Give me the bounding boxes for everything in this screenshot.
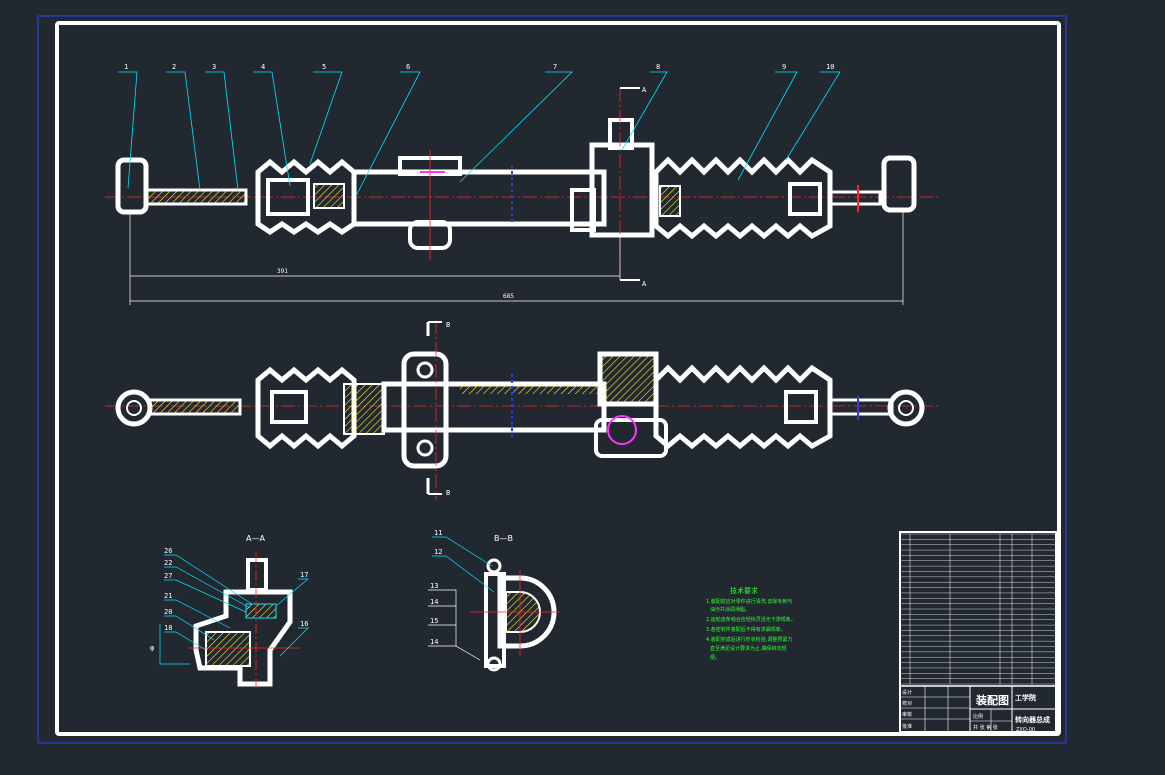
title-block xyxy=(899,531,1057,733)
aa-number-18: 18 xyxy=(164,624,172,632)
part-number-10: 10 xyxy=(826,63,834,71)
dimension-685: 685 xyxy=(503,293,514,300)
section-bb-part-numbers: 11 12 13 14 15 14 xyxy=(430,529,442,646)
bb-number-13: 13 xyxy=(430,582,438,590)
notes-line-4: 3.各密封件装配后不得有渗漏现象。 xyxy=(706,626,786,633)
part-number-2: 2 xyxy=(172,63,176,71)
part-number-9: 9 xyxy=(782,63,786,71)
bb-number-14b: 14 xyxy=(430,638,438,646)
section-bb-view xyxy=(470,558,560,672)
dimension-391: 391 xyxy=(277,268,288,275)
aa-number-22: 22 xyxy=(164,559,172,567)
tb-row-review: 审核 xyxy=(902,711,912,718)
bb-number-11: 11 xyxy=(434,529,442,537)
section-aa-view xyxy=(188,552,300,690)
drawing-title: 装配图 xyxy=(975,693,1009,707)
school-name: 工学院 xyxy=(1015,693,1036,702)
section-bb-title: B—B xyxy=(494,534,513,543)
tb-scale-label: 比例 xyxy=(973,713,983,720)
aa-number-27: 27 xyxy=(164,572,172,580)
bb-number-14: 14 xyxy=(430,598,438,606)
part-number-1: 1 xyxy=(124,63,128,71)
aa-number-16: 16 xyxy=(300,620,308,628)
section-cut-b-top: B xyxy=(446,321,450,329)
tb-sheet-label: 共 张 第 张 xyxy=(973,724,998,731)
section-bb-leaders xyxy=(432,536,495,593)
section-cut-b-bottom: B xyxy=(446,489,450,497)
notes-line-2: 油污并涂润滑脂。 xyxy=(710,606,750,613)
top-view-leaders xyxy=(118,71,841,197)
section-aa-title: A—A xyxy=(246,534,265,543)
part-number-6: 6 xyxy=(406,63,410,71)
bb-number-15: 15 xyxy=(430,617,438,625)
part-number-8: 8 xyxy=(656,63,660,71)
section-aa-part-numbers: 26 22 27 21 20 18 17 16 φ xyxy=(150,547,308,652)
section-aa-leaders xyxy=(159,554,309,665)
notes-line-1: 1.装配前应对零件进行清洗,去除毛刺与 xyxy=(706,598,792,605)
bill-of-materials xyxy=(900,533,1056,685)
section-bb-leaders-2 xyxy=(428,589,481,661)
notes-line-5: 4.装配完成后进行形状检验,调整预紧力 xyxy=(706,636,792,643)
notes-line-7: 便。 xyxy=(710,654,720,661)
bb-number-12: 12 xyxy=(434,548,442,556)
tb-row-approve: 批准 xyxy=(902,723,912,730)
assembly-subtitle: 转向器总成 xyxy=(1015,715,1050,724)
notes-line-6: 直至满足设计要求为止,确保转向轻 xyxy=(710,645,787,652)
aa-number-21: 21 xyxy=(164,592,172,600)
dimension-lines xyxy=(129,210,904,305)
front-view-steering-gear xyxy=(105,87,940,281)
section-cut-a-bottom: A xyxy=(642,280,647,288)
plan-view-steering-gear xyxy=(105,320,940,500)
notes-title: 技术要求 xyxy=(730,586,758,595)
part-number-7: 7 xyxy=(553,63,557,71)
top-view-part-numbers: 1 2 3 4 5 6 7 8 9 10 xyxy=(124,63,834,71)
aa-side-label: φ xyxy=(150,644,154,652)
drawing-frame xyxy=(55,21,1061,736)
drawing-number: ZXQ-00 xyxy=(1016,727,1035,733)
section-cut-a-top: A xyxy=(642,86,647,94)
part-number-5: 5 xyxy=(322,63,326,71)
aa-number-17: 17 xyxy=(300,571,308,579)
aa-number-26: 26 xyxy=(164,547,172,555)
notes-line-3: 2.齿轮齿条啮合应轻快灵活无卡滞现象。 xyxy=(706,616,796,623)
part-number-4: 4 xyxy=(261,63,265,71)
tb-row-design: 设计 xyxy=(902,689,912,696)
technical-requirements: 技术要求 1.装配前应对零件进行清洗,去除毛刺与 油污并涂润滑脂。 2.齿轮齿条… xyxy=(706,586,796,661)
tb-row-check: 校对 xyxy=(902,700,912,707)
outer-sheet-border xyxy=(37,15,1067,744)
part-number-3: 3 xyxy=(212,63,216,71)
aa-number-20: 20 xyxy=(164,608,172,616)
